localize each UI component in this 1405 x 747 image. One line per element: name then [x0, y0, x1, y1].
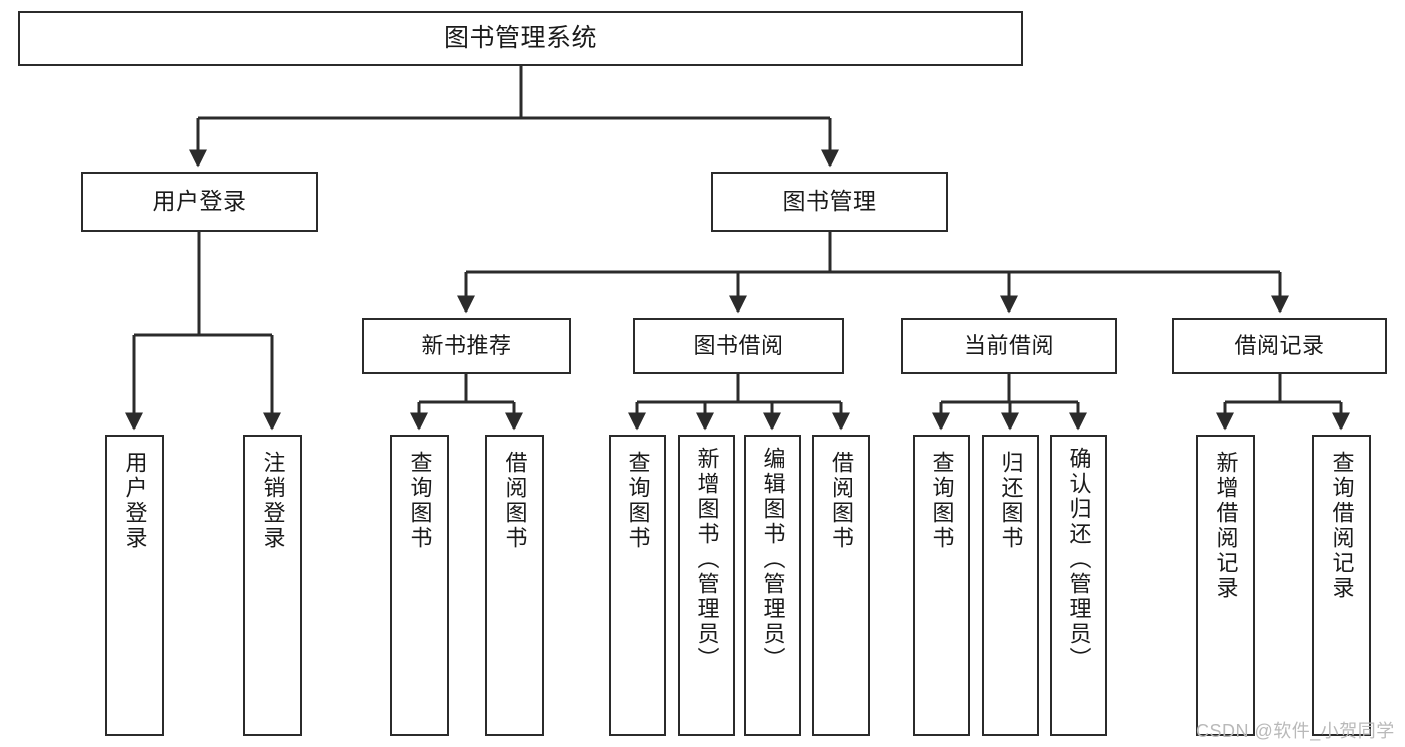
node-label: 编辑图书（管理员）	[760, 447, 786, 672]
node-current-borrow[interactable]: 当前借阅	[901, 318, 1117, 374]
node-label: 查询图书	[407, 451, 433, 551]
node-label: 借阅图书	[502, 451, 528, 551]
node-label: 用户登录	[122, 451, 148, 551]
node-label: 归还图书	[998, 451, 1024, 551]
node-leaf-add-record[interactable]: 新增借阅记录	[1196, 435, 1255, 736]
node-leaf-add-book[interactable]: 新增图书（管理员）	[678, 435, 735, 736]
node-label: 查询借阅记录	[1329, 451, 1355, 601]
node-leaf-logout-login[interactable]: 注销登录	[243, 435, 302, 736]
node-system-root[interactable]: 图书管理系统	[18, 11, 1023, 66]
node-leaf-query-book-2[interactable]: 查询图书	[609, 435, 666, 736]
node-borrow-record[interactable]: 借阅记录	[1172, 318, 1387, 374]
node-book-borrow[interactable]: 图书借阅	[633, 318, 844, 374]
node-label: 用户登录	[152, 188, 247, 215]
node-label: 查询图书	[929, 451, 955, 551]
node-label: 注销登录	[260, 451, 286, 551]
node-leaf-query-record[interactable]: 查询借阅记录	[1312, 435, 1371, 736]
node-book-manage[interactable]: 图书管理	[711, 172, 948, 232]
node-new-book-recommend[interactable]: 新书推荐	[362, 318, 571, 374]
node-label: 借阅记录	[1234, 333, 1325, 359]
node-label: 查询图书	[625, 451, 651, 551]
node-label: 图书借阅	[693, 333, 784, 359]
node-leaf-return-book[interactable]: 归还图书	[982, 435, 1039, 736]
node-label: 新增图书（管理员）	[694, 447, 720, 672]
node-leaf-confirm-return[interactable]: 确认归还（管理员）	[1050, 435, 1107, 736]
node-label: 新书推荐	[421, 333, 512, 359]
node-leaf-borrow-book-2[interactable]: 借阅图书	[812, 435, 870, 736]
node-leaf-edit-book[interactable]: 编辑图书（管理员）	[744, 435, 801, 736]
node-leaf-borrow-book-1[interactable]: 借阅图书	[485, 435, 544, 736]
node-label: 确认归还（管理员）	[1066, 447, 1092, 672]
node-leaf-query-book-3[interactable]: 查询图书	[913, 435, 970, 736]
node-label: 当前借阅	[963, 333, 1054, 359]
csdn-watermark: CSDN @软件_小贺同学	[1196, 721, 1395, 741]
node-user-login[interactable]: 用户登录	[81, 172, 318, 232]
node-leaf-query-book-1[interactable]: 查询图书	[390, 435, 449, 736]
node-label: 借阅图书	[829, 451, 854, 551]
node-label: 图书管理	[782, 188, 877, 215]
node-label: 图书管理系统	[443, 23, 597, 52]
node-leaf-user-login[interactable]: 用户登录	[105, 435, 164, 736]
node-label: 新增借阅记录	[1213, 451, 1239, 601]
